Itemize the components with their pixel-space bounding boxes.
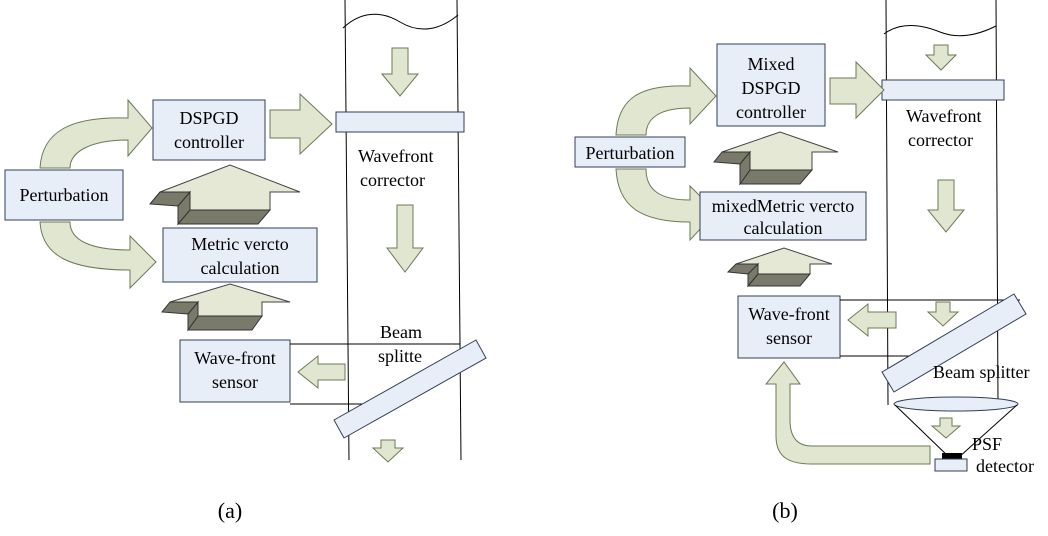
lens [893,396,1019,412]
beam-left-line-b [885,0,889,406]
metric-label-b2: calculation [744,218,823,238]
splitter-label-b: Beam splitter [933,362,1029,382]
beam-left-line [344,0,350,461]
corrector-plate-b [881,79,1005,101]
psf-label-1: PSF [972,434,1002,454]
beam-right-line [456,0,462,461]
up-arrow-3d-b1 [713,131,839,186]
down-arrow-1 [380,47,420,97]
caption-a: (a) [218,498,242,523]
psf-label-2: detector [976,456,1034,476]
up-arrow-3d-1 [148,164,301,226]
metric-label-b1: mixedMetric vercto [712,196,854,216]
controller-label-1: DSPGD [179,108,238,128]
panel-a: Wavefront corrector DSPGD controller Per… [4,0,487,523]
metric-label-2: calculation [201,258,280,278]
arrow-to-sensor-b [847,302,897,338]
beam-right-line-b [995,0,999,406]
corrector-label-1: Wavefront [358,146,434,166]
feedback-arrow [764,361,931,465]
perturbation-box [4,169,124,221]
metric-box [162,227,318,283]
up-arrow-3d-2 [161,283,291,332]
down-arrow-b4 [930,417,962,439]
controller-label-b1: Mixed [748,54,795,74]
beam-splitter-b [881,293,1027,393]
arrow-to-corrector [269,92,333,156]
sensor-label-b1: Wave-front [748,304,830,324]
curved-arrow-to-metric [39,221,157,290]
corrector-label-b2: corrector [908,130,973,150]
controller-label-2: controller [174,132,244,152]
controller-label-b2: DSPGD [741,78,800,98]
splitter-label-2: splitte [378,346,422,366]
wave-top-b [883,25,997,37]
splitter-label-1: Beam [380,322,422,342]
down-arrow-b3 [926,301,960,327]
detector-chip [942,453,962,459]
sensor-label-2: sensor [212,372,258,392]
corrector-label-2: corrector [360,170,425,190]
wave-top [342,13,459,30]
corrector-label-b1: Wavefront [906,106,982,126]
cone-left [894,404,951,459]
perturbation-label-b: Perturbation [586,143,675,163]
down-arrow-3 [371,439,405,463]
controller-label-b3: controller [736,102,806,122]
sensor-label-b2: sensor [766,328,812,348]
detector-box [934,458,968,472]
panel-b: Wavefront corrector Mixed DSPGD controll… [574,0,1034,523]
sensor-label-1: Wave-front [194,348,276,368]
corrector-plate [335,111,465,133]
beam-splitter [333,339,487,439]
down-arrow-b2 [926,179,966,233]
caption-b: (b) [772,498,798,523]
curved-arrow-to-controller [39,98,153,169]
up-arrow-3d-b2 [726,247,833,288]
perturbation-box-b [574,136,686,168]
down-arrow-2 [386,204,424,273]
metric-box-b [699,191,867,241]
down-arrow-b1 [924,44,958,71]
sensor-box [179,339,291,403]
metric-label-1: Metric vercto [191,234,288,254]
curved-arrow-to-controller-b [615,66,717,136]
arrow-to-corrector-b [829,60,885,120]
sensor-box-b [737,295,841,359]
arrow-to-sensor [297,354,346,390]
perturbation-label: Perturbation [20,185,109,205]
cone-right [957,404,1018,459]
controller-box-b [716,43,826,127]
controller-box [152,99,266,161]
